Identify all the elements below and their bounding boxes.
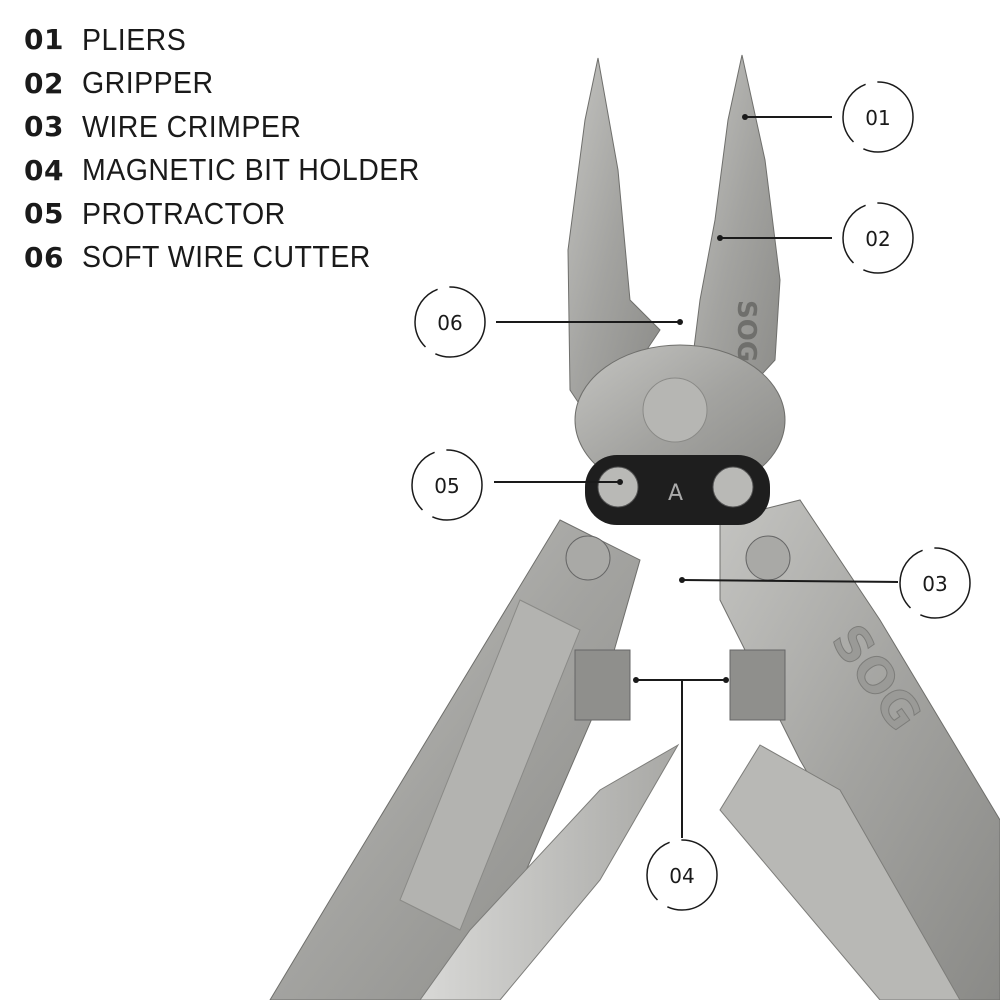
- legend-item: 02 GRIPPER: [24, 62, 449, 106]
- callout-ring-02: [842, 202, 914, 274]
- legend-label: PROTRACTOR: [82, 195, 286, 231]
- callout-ring-04: [646, 839, 718, 911]
- callout-02: 02: [865, 227, 890, 251]
- legend-item: 06 SOFT WIRE CUTTER: [24, 236, 449, 280]
- legend-item: 05 PROTRACTOR: [24, 192, 449, 236]
- legend-item: 04 MAGNETIC BIT HOLDER: [24, 149, 449, 193]
- legend-number: 04: [24, 153, 64, 187]
- file-tool: [719, 744, 961, 1000]
- callout-03: 03: [922, 572, 947, 596]
- feature-legend: 01 PLIERS 02 GRIPPER 03 WIRE CRIMPER 04 MAGN…: [24, 18, 449, 279]
- legend-label: SOFT WIRE CUTTER: [82, 239, 371, 275]
- callout-ring-03: [899, 547, 971, 619]
- legend-label: PLIERS: [82, 21, 187, 57]
- legend-number: 06: [24, 240, 64, 274]
- knife-blade: [419, 743, 680, 1000]
- legend-item: 03 WIRE CRIMPER: [24, 105, 449, 149]
- legend-label: GRIPPER: [82, 65, 214, 101]
- callout-05: 05: [434, 474, 459, 498]
- callout-04: 04: [669, 864, 694, 888]
- legend-number: 03: [24, 110, 64, 144]
- callout-ring-01: [842, 81, 914, 153]
- protractor-mark: A: [668, 481, 683, 506]
- legend-label: WIRE CRIMPER: [82, 108, 302, 144]
- callout-ring-06: [414, 286, 486, 358]
- legend-label: MAGNETIC BIT HOLDER: [82, 152, 420, 188]
- legend-number: 02: [24, 66, 64, 100]
- legend-item: 01 PLIERS: [24, 18, 449, 62]
- legend-number: 05: [24, 197, 64, 231]
- jaw-brand-logo: SOG: [731, 300, 761, 362]
- callout-ring-05: [411, 449, 483, 521]
- callout-01: 01: [865, 106, 890, 130]
- legend-number: 01: [24, 23, 64, 57]
- callout-06: 06: [437, 311, 462, 335]
